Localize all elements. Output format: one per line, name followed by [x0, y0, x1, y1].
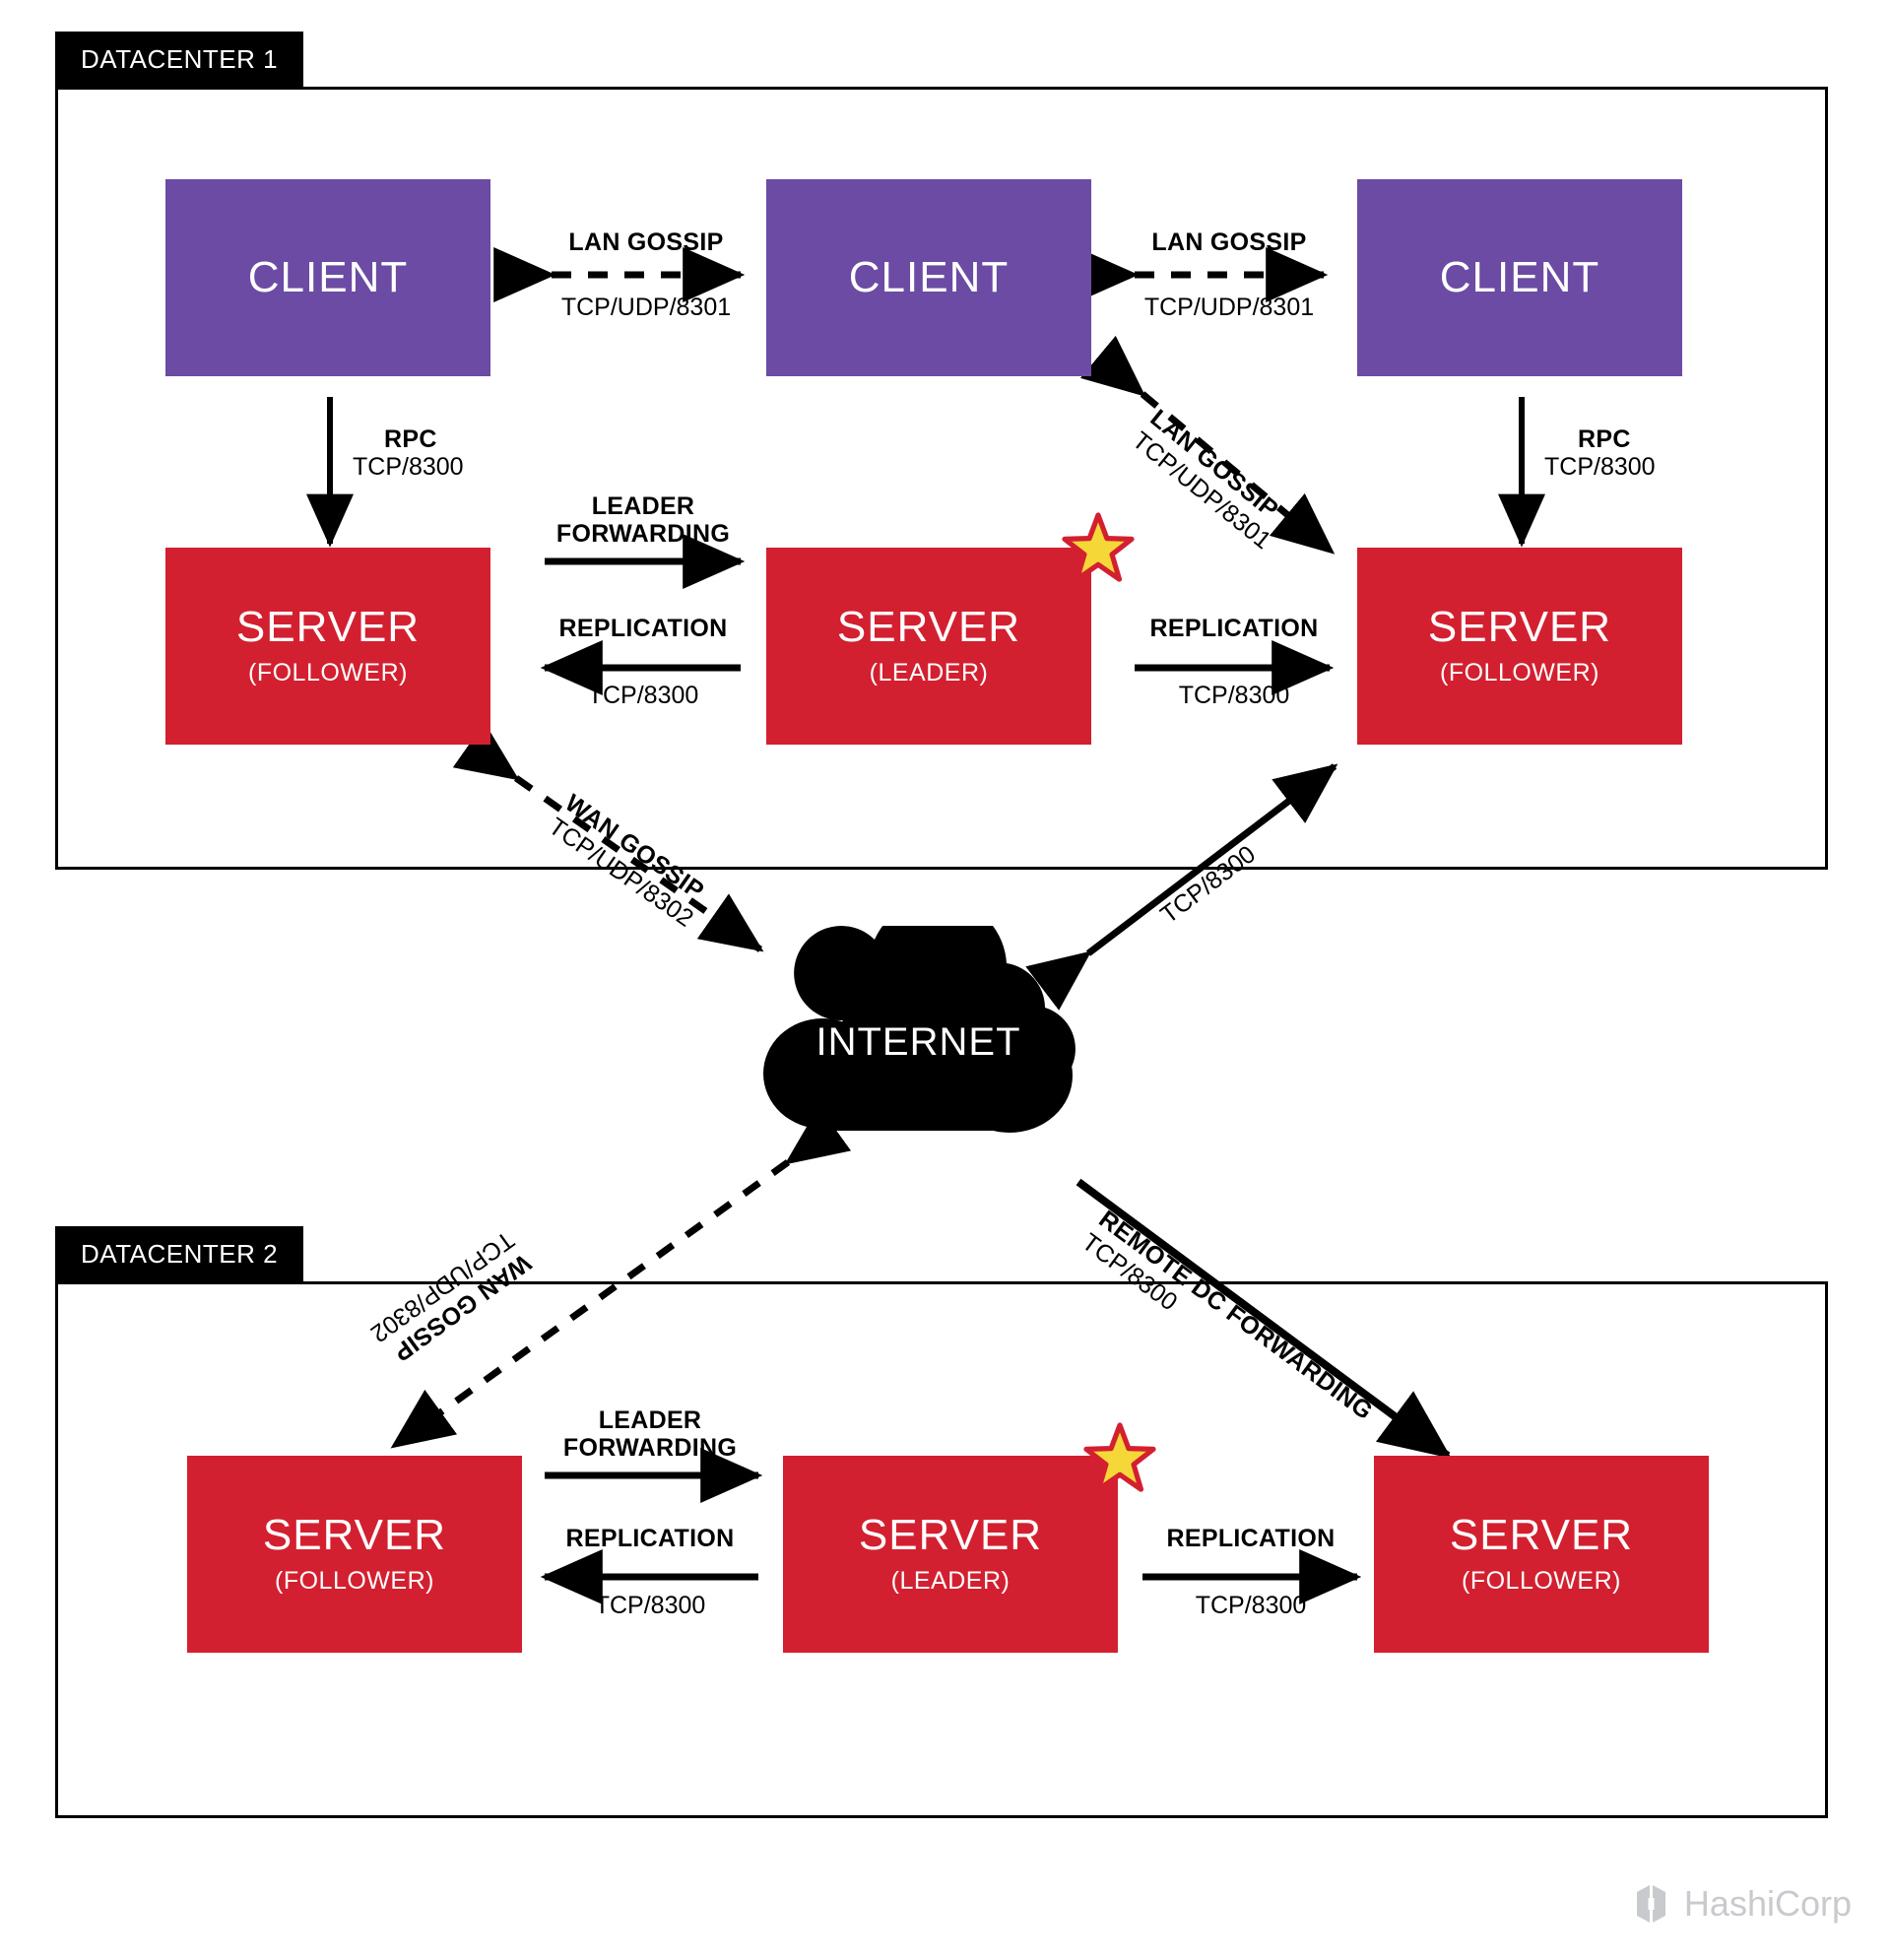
leader-forwarding-line2: FORWARDING [562, 1434, 738, 1462]
server-box-dc1-follower-right[interactable]: SERVER (FOLLOWER) [1357, 548, 1682, 745]
server-title: SERVER [858, 1510, 1043, 1559]
replication-name: REPLICATION [1149, 615, 1319, 642]
replication-port: TCP/8300 [1178, 682, 1290, 709]
rpc-port: TCP/8300 [353, 453, 464, 481]
client-box-1[interactable]: CLIENT [165, 179, 490, 376]
internet-cloud: INTERNET [749, 898, 1088, 1152]
server-box-dc2-follower-left[interactable]: SERVER (FOLLOWER) [187, 1456, 522, 1653]
link-label-lan-gossip-left: LAN GOSSIP TCP/UDP/8301 [520, 229, 772, 322]
server-role: (FOLLOWER) [275, 1566, 434, 1595]
link-label-replication-right-dc2: REPLICATION TCP/8300 [1123, 1525, 1379, 1620]
leader-star-icon-dc2 [1083, 1422, 1156, 1492]
cloud-icon [763, 898, 1076, 1133]
link-label-replication-left-dc2: REPLICATION TCP/8300 [522, 1525, 778, 1620]
server-box-dc1-follower-left[interactable]: SERVER (FOLLOWER) [165, 548, 490, 745]
datacenter-1-frame [55, 87, 1828, 870]
link-label-replication-right-dc1: REPLICATION TCP/8300 [1107, 615, 1361, 710]
server-box-dc1-leader[interactable]: SERVER (LEADER) [766, 548, 1091, 745]
link-label-rpc-right: RPC TCP/8300 [1544, 425, 1741, 482]
rpc-port: TCP/8300 [1544, 453, 1656, 481]
server-role: (FOLLOWER) [248, 658, 408, 686]
replication-port: TCP/8300 [594, 1592, 706, 1619]
rpc-name: RPC [1578, 425, 1631, 453]
datacenter-2-frame [55, 1281, 1828, 1818]
leader-forwarding-line1: LEADER [598, 1406, 702, 1434]
server-role: (FOLLOWER) [1440, 658, 1599, 686]
replication-name: REPLICATION [1166, 1525, 1336, 1552]
server-title: SERVER [836, 602, 1021, 651]
datacenter-1-tab: DATACENTER 1 [55, 32, 304, 87]
hashicorp-brand-name: HashiCorp [1683, 1883, 1852, 1924]
lan-gossip-port: TCP/UDP/8301 [1143, 294, 1315, 321]
link-label-rpc-left: RPC TCP/8300 [353, 425, 550, 482]
server-box-dc2-leader[interactable]: SERVER (LEADER) [783, 1456, 1118, 1653]
lan-gossip-name: LAN GOSSIP [568, 229, 724, 256]
link-label-leader-forwarding-dc2: LEADER FORWARDING [522, 1406, 778, 1462]
server-role: (FOLLOWER) [1462, 1566, 1621, 1595]
rpc-name: RPC [384, 425, 437, 453]
client-title: CLIENT [848, 253, 1010, 301]
replication-name: REPLICATION [565, 1525, 735, 1552]
link-label-replication-left-dc1: REPLICATION TCP/8300 [516, 615, 770, 710]
client-title: CLIENT [247, 253, 409, 301]
client-box-3[interactable]: CLIENT [1357, 179, 1682, 376]
server-role: (LEADER) [890, 1566, 1011, 1595]
lan-gossip-port: TCP/UDP/8301 [560, 294, 732, 321]
server-title: SERVER [262, 1510, 447, 1559]
hashicorp-logo-icon [1636, 1885, 1665, 1923]
datacenter-2-tab: DATACENTER 2 [55, 1226, 304, 1281]
leader-star-icon-dc1 [1062, 512, 1135, 582]
replication-port: TCP/8300 [1195, 1592, 1307, 1619]
link-label-lan-gossip-right: LAN GOSSIP TCP/UDP/8301 [1103, 229, 1355, 322]
replication-name: REPLICATION [558, 615, 728, 642]
hashicorp-brand: HashiCorp [1633, 1881, 1852, 1927]
leader-forwarding-line2: FORWARDING [555, 520, 731, 548]
server-title: SERVER [235, 602, 421, 651]
client-box-2[interactable]: CLIENT [766, 179, 1091, 376]
link-label-leader-forwarding-dc1: LEADER FORWARDING [516, 492, 770, 548]
internet-label: INTERNET [815, 1020, 1021, 1064]
server-role: (LEADER) [869, 658, 989, 686]
client-title: CLIENT [1439, 253, 1600, 301]
server-title: SERVER [1449, 1510, 1634, 1559]
lan-gossip-name: LAN GOSSIP [1151, 229, 1307, 256]
server-box-dc2-follower-right[interactable]: SERVER (FOLLOWER) [1374, 1456, 1709, 1653]
server-title: SERVER [1427, 602, 1612, 651]
leader-forwarding-line1: LEADER [591, 492, 695, 520]
replication-port: TCP/8300 [587, 682, 699, 709]
